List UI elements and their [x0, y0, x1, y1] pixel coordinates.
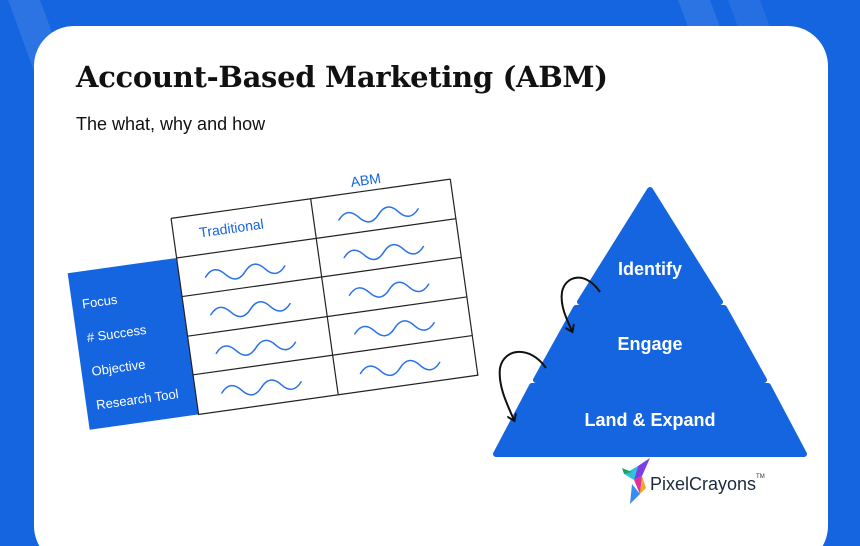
pyramid-label-identify: Identify [618, 259, 682, 279]
page-title: Account-Based Marketing (ABM) [76, 60, 608, 94]
scribble-cell [359, 359, 441, 377]
column-header-traditional: Traditional [198, 216, 264, 241]
row-label-objective: Objective [91, 356, 147, 378]
pyramid-label-engage: Engage [617, 334, 682, 354]
hummingbird-icon [622, 458, 650, 504]
scribble-cell [343, 243, 425, 261]
row-label-focus: Focus [81, 292, 119, 312]
curved-arrow-icon [498, 350, 547, 420]
column-header-abm: ABM [350, 170, 382, 190]
comparison-table: Traditional ABM Focus # Success Objectiv… [67, 170, 479, 430]
pyramid-level-identify [577, 187, 723, 305]
row-header-panel [67, 257, 199, 430]
brand-logo: PixelCrayonsTM [620, 452, 790, 508]
abm-pyramid: Identify Engage Land & Expand [493, 187, 807, 457]
scribble-cell [338, 206, 419, 223]
pyramid-level-engage [533, 305, 767, 383]
scribble-cell [215, 339, 297, 356]
pyramid-label-land-expand: Land & Expand [584, 410, 715, 430]
trademark-mark: TM [756, 474, 765, 480]
scribble-cell [348, 281, 430, 298]
scribble-cell [221, 379, 302, 396]
scribble-cell [204, 263, 286, 280]
scribble-placeholders [204, 206, 441, 396]
pyramid-level-land-expand [493, 383, 807, 457]
scribble-cell [210, 301, 291, 318]
scribble-cell [354, 320, 435, 337]
page-subtitle: The what, why and how [76, 114, 266, 134]
brand-name: PixelCrayonsTM [650, 474, 765, 494]
curved-arrow-icon [560, 276, 601, 331]
